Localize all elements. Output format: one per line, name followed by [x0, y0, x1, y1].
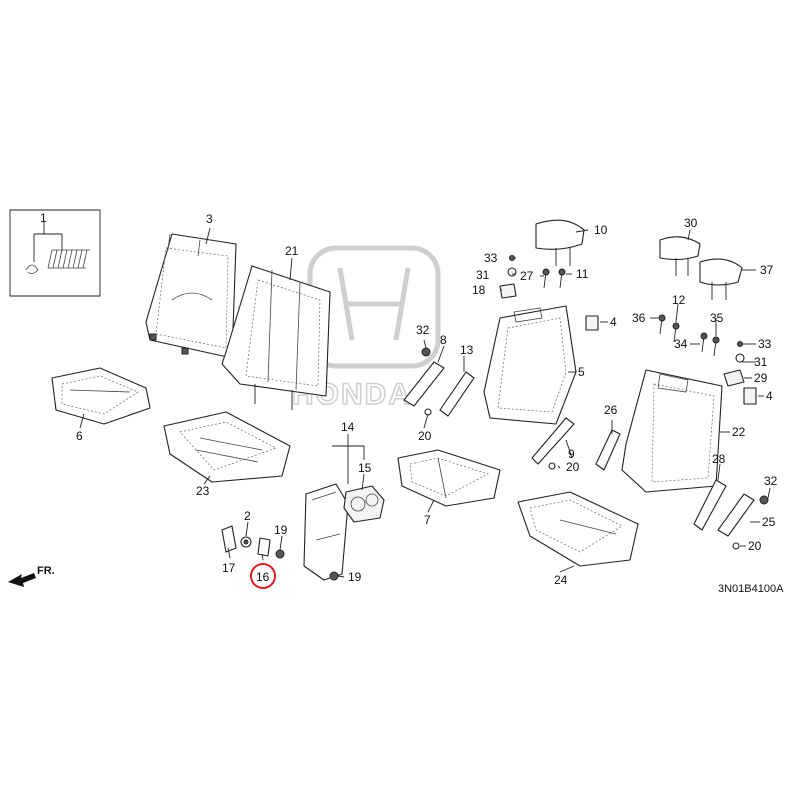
callout-3[interactable]: 3: [206, 212, 213, 226]
clips-part-20: [424, 408, 740, 550]
nut-part-19-upper: [275, 549, 285, 559]
callout-34[interactable]: 34: [674, 337, 688, 351]
diagram-code: 3N01B4100A: [718, 583, 784, 595]
cup-holder: [343, 485, 385, 523]
leader-lines: [43, 222, 771, 578]
seat-back-center: [483, 305, 577, 425]
callout-25[interactable]: 25: [762, 515, 776, 529]
callout-26[interactable]: 26: [604, 403, 618, 417]
small-part-18: [499, 283, 517, 299]
callout-8[interactable]: 8: [440, 333, 447, 347]
bracket-part-13: [439, 371, 475, 417]
front-label: FR.: [37, 565, 55, 577]
cover-part-9: [531, 417, 575, 465]
bracket-part-28: [693, 479, 727, 531]
callout-14[interactable]: 14: [341, 420, 355, 434]
callout-5[interactable]: 5: [578, 365, 585, 379]
highlight-ring-16: [250, 563, 276, 589]
callout-29[interactable]: 29: [754, 371, 768, 385]
callout-37[interactable]: 37: [760, 263, 774, 277]
callout-33-left[interactable]: 33: [484, 251, 498, 265]
headrest-part-30: [659, 236, 701, 276]
screw-part-32-lower: [759, 495, 769, 505]
callout-17[interactable]: 17: [222, 561, 236, 575]
callout-4-upper[interactable]: 4: [610, 315, 617, 329]
small-part-4-lower: [743, 387, 757, 405]
callout-7[interactable]: 7: [424, 513, 431, 527]
callout-35[interactable]: 35: [710, 311, 724, 325]
callout-1[interactable]: 1: [40, 211, 47, 225]
headrest-part-10: [535, 219, 585, 266]
callout-16[interactable]: 16: [256, 570, 270, 584]
callout-10[interactable]: 10: [594, 223, 608, 237]
callout-18[interactable]: 18: [472, 283, 486, 297]
small-part-4-upper: [585, 315, 599, 331]
callout-13[interactable]: 13: [460, 343, 474, 357]
inset-box-part-1: [9, 209, 101, 297]
callout-19-lower[interactable]: 19: [348, 570, 362, 584]
spring-hook-icon: [25, 264, 39, 274]
hook-part-17: [221, 525, 237, 553]
clip-parts-31-33: [507, 255, 745, 363]
seat-back-right: [621, 369, 723, 493]
callout-6[interactable]: 6: [76, 429, 83, 443]
callout-2[interactable]: 2: [244, 509, 251, 523]
seat-back-left: [145, 233, 237, 359]
nut-part-2: [240, 536, 252, 548]
callout-19-upper[interactable]: 19: [274, 523, 288, 537]
seat-cushion-cover-left: [51, 367, 151, 425]
screw-part-32-upper: [421, 347, 431, 357]
callout-31-right[interactable]: 31: [754, 355, 768, 369]
callout-labels: 1 3 21 6 23 14 15 2 19 17 16 19 32 8 13 …: [40, 211, 778, 589]
callout-21[interactable]: 21: [285, 244, 299, 258]
callout-32-upper[interactable]: 32: [416, 323, 430, 337]
callout-31-left[interactable]: 31: [476, 268, 490, 282]
coil-spring-icon: [47, 249, 90, 269]
callout-9[interactable]: 9: [568, 447, 575, 461]
callout-36[interactable]: 36: [632, 311, 646, 325]
seat-cushion-right: [517, 491, 639, 567]
callout-4-lower[interactable]: 4: [766, 389, 773, 403]
bolts-part-36-12-34-35: [658, 314, 720, 357]
cover-part-26: [595, 429, 621, 471]
nut-part-19-lower: [329, 571, 339, 581]
callout-30[interactable]: 30: [684, 216, 698, 230]
front-direction-arrow: FR.: [8, 565, 55, 587]
arrow-left-icon: [8, 573, 36, 587]
callout-24[interactable]: 24: [554, 573, 568, 587]
callout-28[interactable]: 28: [712, 452, 726, 466]
bracket-part-25: [717, 493, 755, 537]
callout-20-right[interactable]: 20: [748, 539, 762, 553]
callout-27[interactable]: 27: [520, 269, 534, 283]
bracket-part-8: [403, 361, 445, 407]
seat-back-frame-left: [221, 265, 331, 410]
callout-15[interactable]: 15: [358, 461, 372, 475]
callout-20-left[interactable]: 20: [418, 429, 432, 443]
callout-22[interactable]: 22: [732, 425, 746, 439]
seat-cushion-pad-left: [163, 411, 291, 483]
callout-33-right[interactable]: 33: [758, 337, 772, 351]
callout-20-center[interactable]: 20: [566, 460, 580, 474]
callout-23[interactable]: 23: [196, 484, 210, 498]
headrest-part-37: [699, 258, 743, 300]
callout-32-lower[interactable]: 32: [764, 474, 778, 488]
armrest: [303, 483, 349, 581]
small-part-29: [723, 369, 745, 387]
seat-cushion-center: [397, 449, 501, 507]
callout-11[interactable]: 11: [576, 267, 589, 281]
bolts-part-27-11: [542, 268, 566, 289]
clip-part-16: [257, 537, 271, 557]
callout-12[interactable]: 12: [672, 293, 686, 307]
